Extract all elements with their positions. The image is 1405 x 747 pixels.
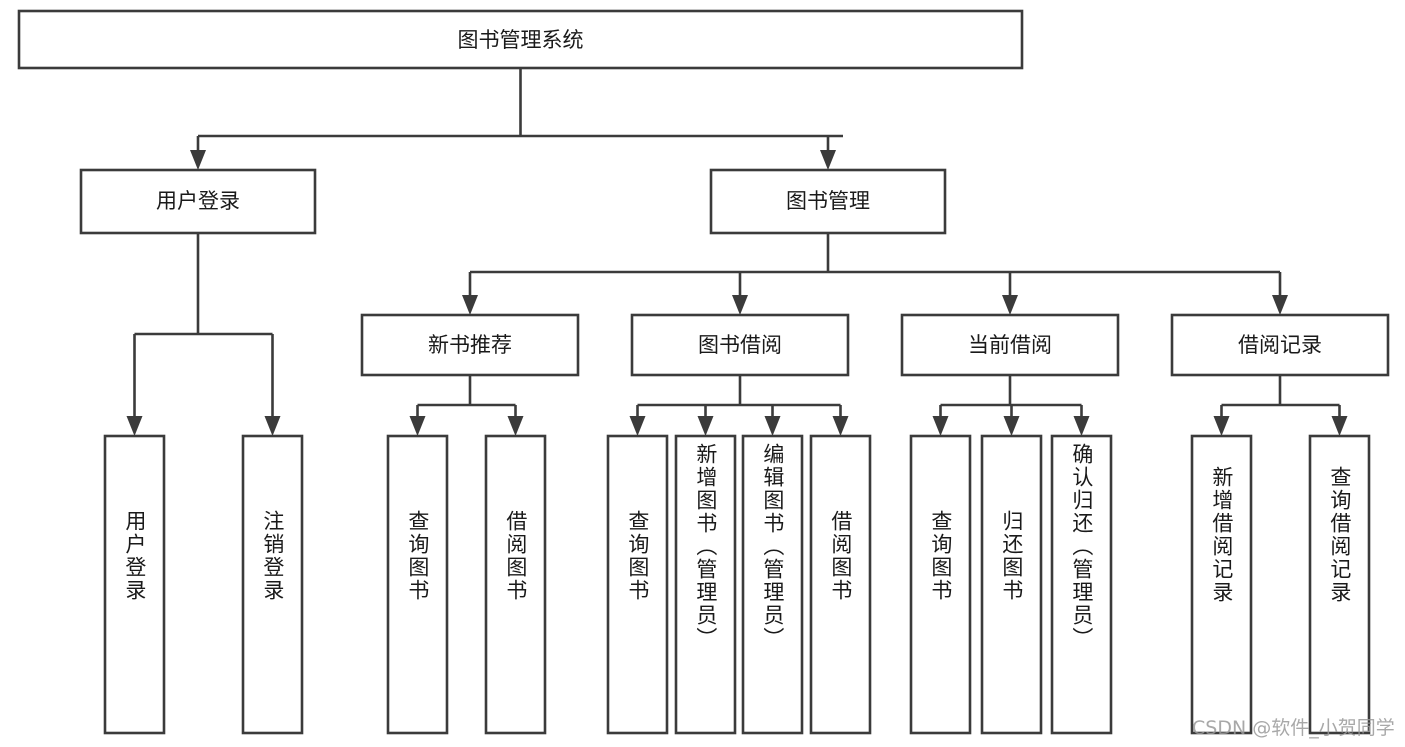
arrow-head-borrow-records [1272, 295, 1288, 315]
arrow-head-leaf-return-book [1003, 416, 1020, 436]
leaf-box-group [103, 434, 1371, 735]
arrow-head-leaf-logout [264, 416, 281, 436]
node-leaf-confirm-return-admin-box[interactable] [1050, 434, 1113, 735]
node-borrow-records[interactable]: 借阅记录 [1170, 313, 1390, 377]
arrow-head-leaf-confirm-return-admin [1073, 416, 1090, 436]
node-book-management[interactable]: 图书管理 [709, 168, 947, 235]
node-borrow-records-label: 借阅记录 [1238, 333, 1322, 357]
node-leaf-borrow-book-2-box[interactable] [809, 434, 872, 735]
node-user-login-box[interactable] [79, 168, 317, 235]
arrow-head-leaf-borrow-book-1 [507, 416, 524, 436]
node-new-book-recommend[interactable]: 新书推荐 [360, 313, 580, 377]
node-leaf-return-book-box[interactable] [980, 434, 1043, 735]
node-leaf-borrow-book-1-box[interactable] [484, 434, 547, 735]
csdn-watermark: CSDN @软件_小贺同学 [1192, 717, 1395, 739]
arrow-head-leaf-query-book-3 [932, 416, 949, 436]
node-root[interactable]: 图书管理系统 [17, 9, 1024, 70]
node-current-borrow[interactable]: 当前借阅 [900, 313, 1120, 377]
arrow-head-leaf-edit-book-admin [764, 416, 781, 436]
node-borrow-records-box[interactable] [1170, 313, 1390, 377]
node-new-book-recommend-label: 新书推荐 [428, 333, 512, 357]
node-leaf-user-login-box[interactable] [103, 434, 166, 735]
connector-group-borrow-records [1213, 375, 1348, 436]
arrow-head-leaf-query-book-1 [409, 416, 426, 436]
node-user-login[interactable]: 用户登录 [79, 168, 317, 235]
arrow-head-leaf-borrow-book-2 [832, 416, 849, 436]
node-book-borrow-box[interactable] [630, 313, 850, 377]
node-leaf-edit-book-admin-box[interactable] [741, 434, 804, 735]
node-root-box[interactable] [17, 9, 1024, 70]
connector-group-new-book-recommend [409, 375, 524, 436]
node-leaf-add-book-admin-box[interactable] [674, 434, 737, 735]
node-root-label: 图书管理系统 [458, 28, 584, 52]
node-leaf-logout-box[interactable] [241, 434, 304, 735]
node-book-management-box[interactable] [709, 168, 947, 235]
node-current-borrow-box[interactable] [900, 313, 1120, 377]
node-book-borrow-label: 图书借阅 [698, 333, 782, 357]
connector-group-current-borrow [932, 375, 1090, 436]
node-leaf-add-borrow-record-box[interactable] [1190, 434, 1253, 735]
arrow-head-leaf-query-borrow-record [1331, 416, 1348, 436]
connector-group-book-management [462, 233, 1288, 315]
node-user-login-label: 用户登录 [156, 189, 240, 213]
node-leaf-query-book-3-box[interactable] [909, 434, 972, 735]
node-leaf-query-book-1-box[interactable] [386, 434, 449, 735]
arrow-head-user-login [190, 150, 206, 170]
node-leaf-query-borrow-record-box[interactable] [1308, 434, 1371, 735]
node-book-borrow[interactable]: 图书借阅 [630, 313, 850, 377]
node-new-book-recommend-box[interactable] [360, 313, 580, 377]
connector-group-root [190, 68, 843, 170]
connector-group-book-borrow [629, 375, 849, 436]
connector-group-user-login [126, 233, 281, 436]
arrow-head-book-management [820, 150, 836, 170]
arrow-head-leaf-add-book-admin [697, 416, 714, 436]
arrow-head-leaf-query-book-2 [629, 416, 646, 436]
arrow-head-leaf-add-borrow-record [1213, 416, 1230, 436]
node-current-borrow-label: 当前借阅 [968, 333, 1052, 357]
arrow-head-new-book-recommend [462, 295, 478, 315]
arrow-head-current-borrow [1002, 295, 1018, 315]
node-book-management-label: 图书管理 [786, 189, 870, 213]
arrow-head-leaf-user-login [126, 416, 143, 436]
node-leaf-query-book-2-box[interactable] [606, 434, 669, 735]
arrow-head-book-borrow [732, 295, 748, 315]
